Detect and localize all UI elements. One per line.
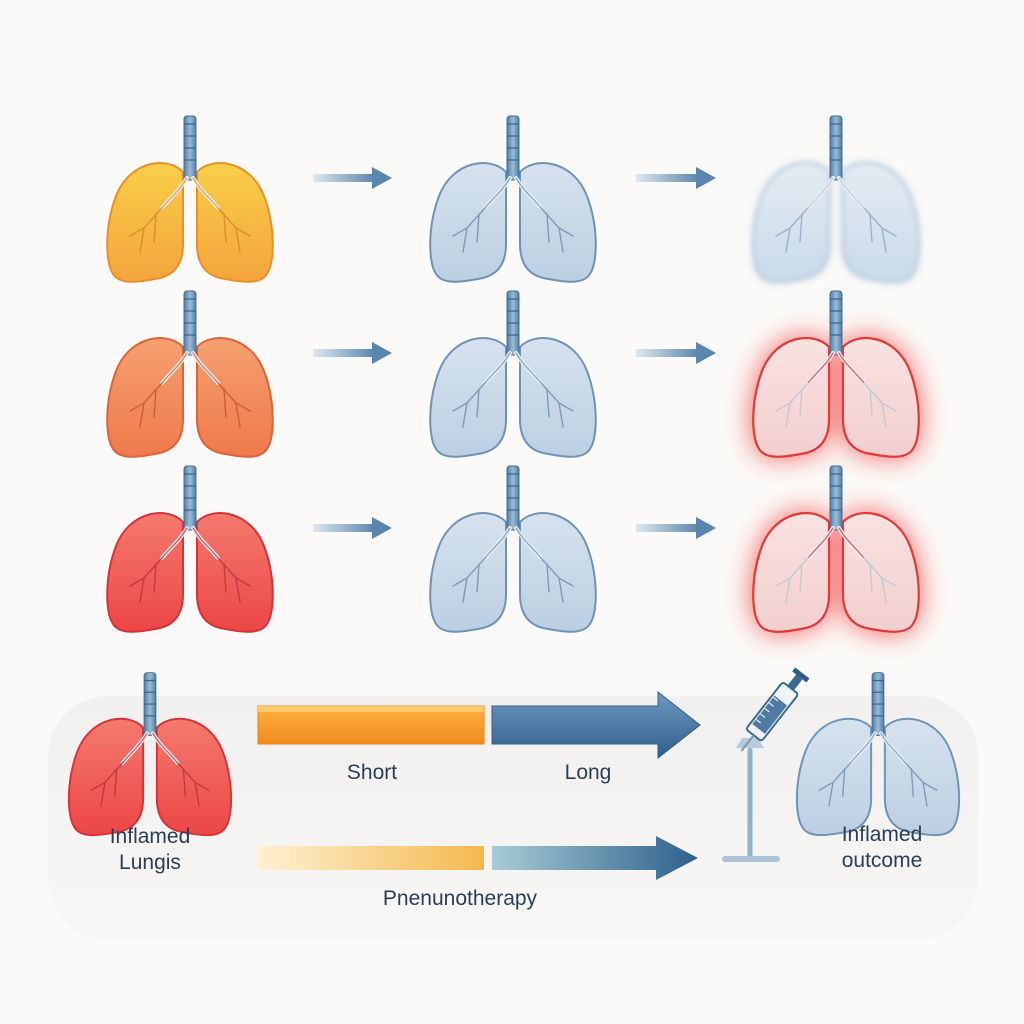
row1-lungs-icon-2 (429, 115, 597, 283)
row1-arrow-right-icon-2 (636, 167, 716, 189)
short-label: Short (346, 761, 398, 784)
row2-arrow-right-icon-1 (313, 342, 392, 364)
end-lungs-icon (795, 672, 961, 837)
row3-lungs-icon-2 (429, 465, 597, 633)
row3-lungs-icon-1 (106, 465, 274, 633)
therapy-label: Pnenunotherapy (382, 887, 538, 910)
row1-arrow-right-icon-1 (313, 167, 392, 189)
row1-lungs-icon-3 (752, 115, 920, 283)
row3-lungs-icon-3 (752, 465, 920, 633)
row1-lungs-icon-1 (106, 115, 274, 283)
end-label: Inflamed outcome (841, 823, 923, 872)
start-label: Inflamed Lungis (109, 825, 191, 874)
row3-arrow-right-icon-1 (313, 517, 392, 539)
row3-arrow-right-icon-2 (636, 517, 716, 539)
row2-lungs-icon-2 (429, 290, 597, 458)
row2-lungs-icon-3 (752, 290, 920, 458)
row2-arrow-right-icon-2 (636, 342, 716, 364)
long-label: Long (564, 761, 612, 784)
short-long-timeline-bar (257, 690, 701, 760)
start-lungs-icon (67, 672, 233, 837)
therapy-timeline-bar (258, 836, 698, 880)
syringe-icon (722, 667, 810, 862)
row2-lungs-icon-1 (106, 290, 274, 458)
